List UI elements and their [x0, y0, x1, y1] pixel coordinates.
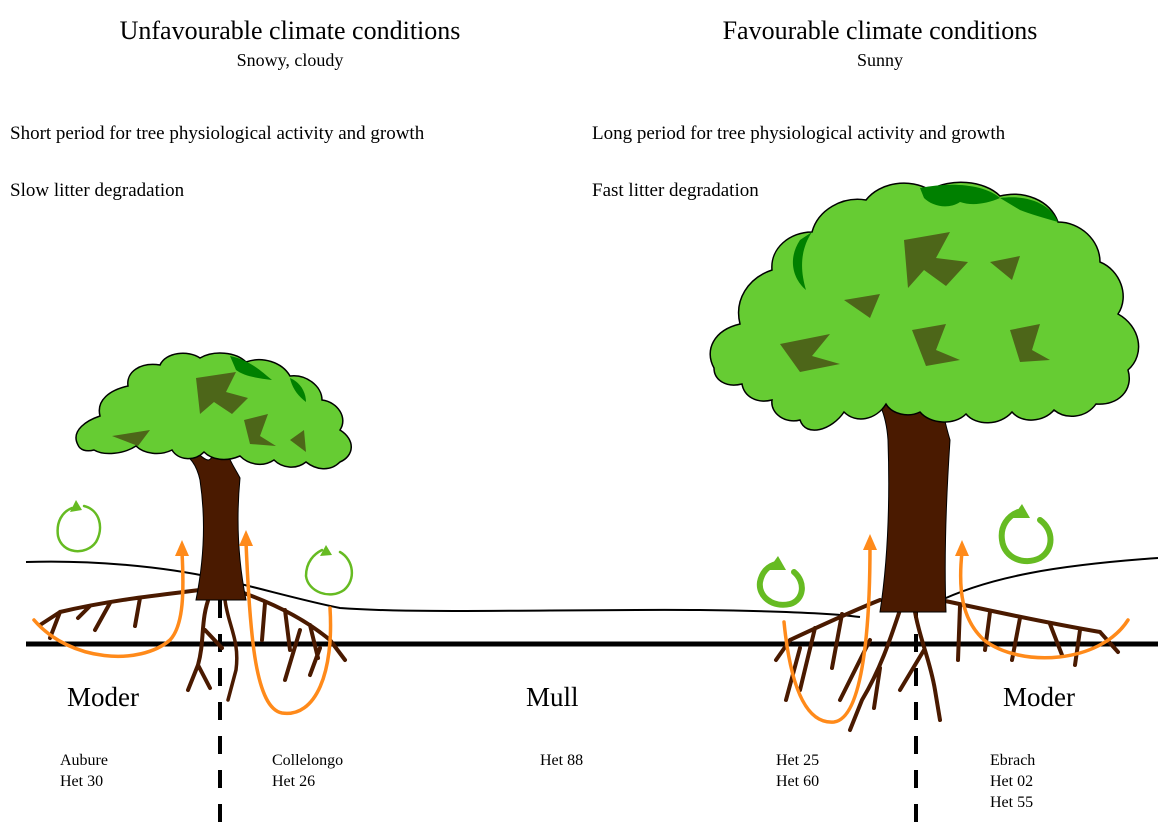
left-heading: Unfavourable climate conditions	[119, 16, 461, 45]
orange-arrow-left-2	[244, 540, 333, 716]
humus-label-right: Moder	[1003, 682, 1075, 712]
litter-cycle-arrowheads	[70, 500, 1030, 570]
small-tree-canopy-dark	[230, 356, 306, 402]
cycle-arrowhead-right-1	[768, 556, 786, 570]
cycle-icon-left-1	[56, 504, 102, 553]
orange-arrowhead-left-1	[175, 540, 189, 556]
orange-arrowhead-left-2	[239, 530, 253, 546]
left-growth-text: Short period for tree physiological acti…	[10, 123, 425, 144]
right-subheading: Sunny	[856, 50, 903, 70]
cycle-arrowhead-left-2	[320, 545, 332, 556]
cycle-arrowhead-left-1	[70, 500, 82, 512]
nutrient-arrows	[32, 540, 1130, 724]
site-label: Collelongo	[272, 752, 344, 769]
large-tree	[709, 181, 1140, 732]
left-litter-text: Slow litter degradation	[10, 180, 185, 201]
humus-label-center: Mull	[526, 682, 579, 712]
small-tree-roots	[38, 588, 347, 702]
cycle-icon-right-1	[756, 561, 805, 608]
site-group-4: Het 25 Het 60	[776, 750, 819, 792]
orange-arrow-left-1	[32, 550, 185, 658]
site-label: Het 55	[990, 794, 1034, 811]
large-tree-roots	[774, 598, 1120, 732]
small-tree-trunk	[179, 449, 247, 601]
nutrient-arrowheads	[175, 530, 969, 556]
site-group-5: Ebrach Het 02 Het 55	[990, 750, 1035, 813]
small-tree	[38, 352, 352, 702]
site-label: Het 60	[776, 773, 820, 790]
right-heading: Favourable climate conditions	[722, 16, 1038, 45]
site-label: Het 25	[776, 752, 820, 769]
large-tree-canopy	[709, 181, 1140, 431]
orange-arrow-right-2	[958, 550, 1130, 660]
orange-arrow-right-1	[782, 544, 872, 724]
right-litter-text: Fast litter degradation	[592, 180, 759, 201]
site-label: Het 30	[60, 773, 104, 790]
small-tree-canopy	[75, 352, 352, 470]
orange-arrowhead-right-1	[863, 534, 877, 550]
large-tree-canopy-shadow	[780, 232, 1050, 372]
small-tree-canopy-shadow	[112, 372, 306, 452]
site-group-3: Het 88	[540, 750, 583, 771]
cycle-icon-right-2	[998, 509, 1054, 565]
cycle-icon-left-2	[304, 548, 353, 596]
site-label: Het 02	[990, 773, 1034, 790]
litter-cycles	[56, 504, 1054, 608]
humus-label-left: Moder	[67, 682, 139, 712]
site-label: Het 26	[272, 773, 316, 790]
site-label: Ebrach	[990, 752, 1036, 769]
right-growth-text: Long period for tree physiological activ…	[592, 123, 1006, 144]
left-subheading: Snowy, cloudy	[236, 50, 344, 70]
site-label: Aubure	[60, 752, 108, 769]
site-group-2: Collelongo Het 26	[272, 750, 343, 792]
site-group-1: Aubure Het 30	[60, 750, 108, 792]
cycle-arrowhead-right-2	[1012, 504, 1030, 518]
site-label: Het 88	[540, 752, 584, 769]
litter-surface-line	[25, 557, 1158, 618]
orange-arrowhead-right-2	[955, 540, 969, 556]
